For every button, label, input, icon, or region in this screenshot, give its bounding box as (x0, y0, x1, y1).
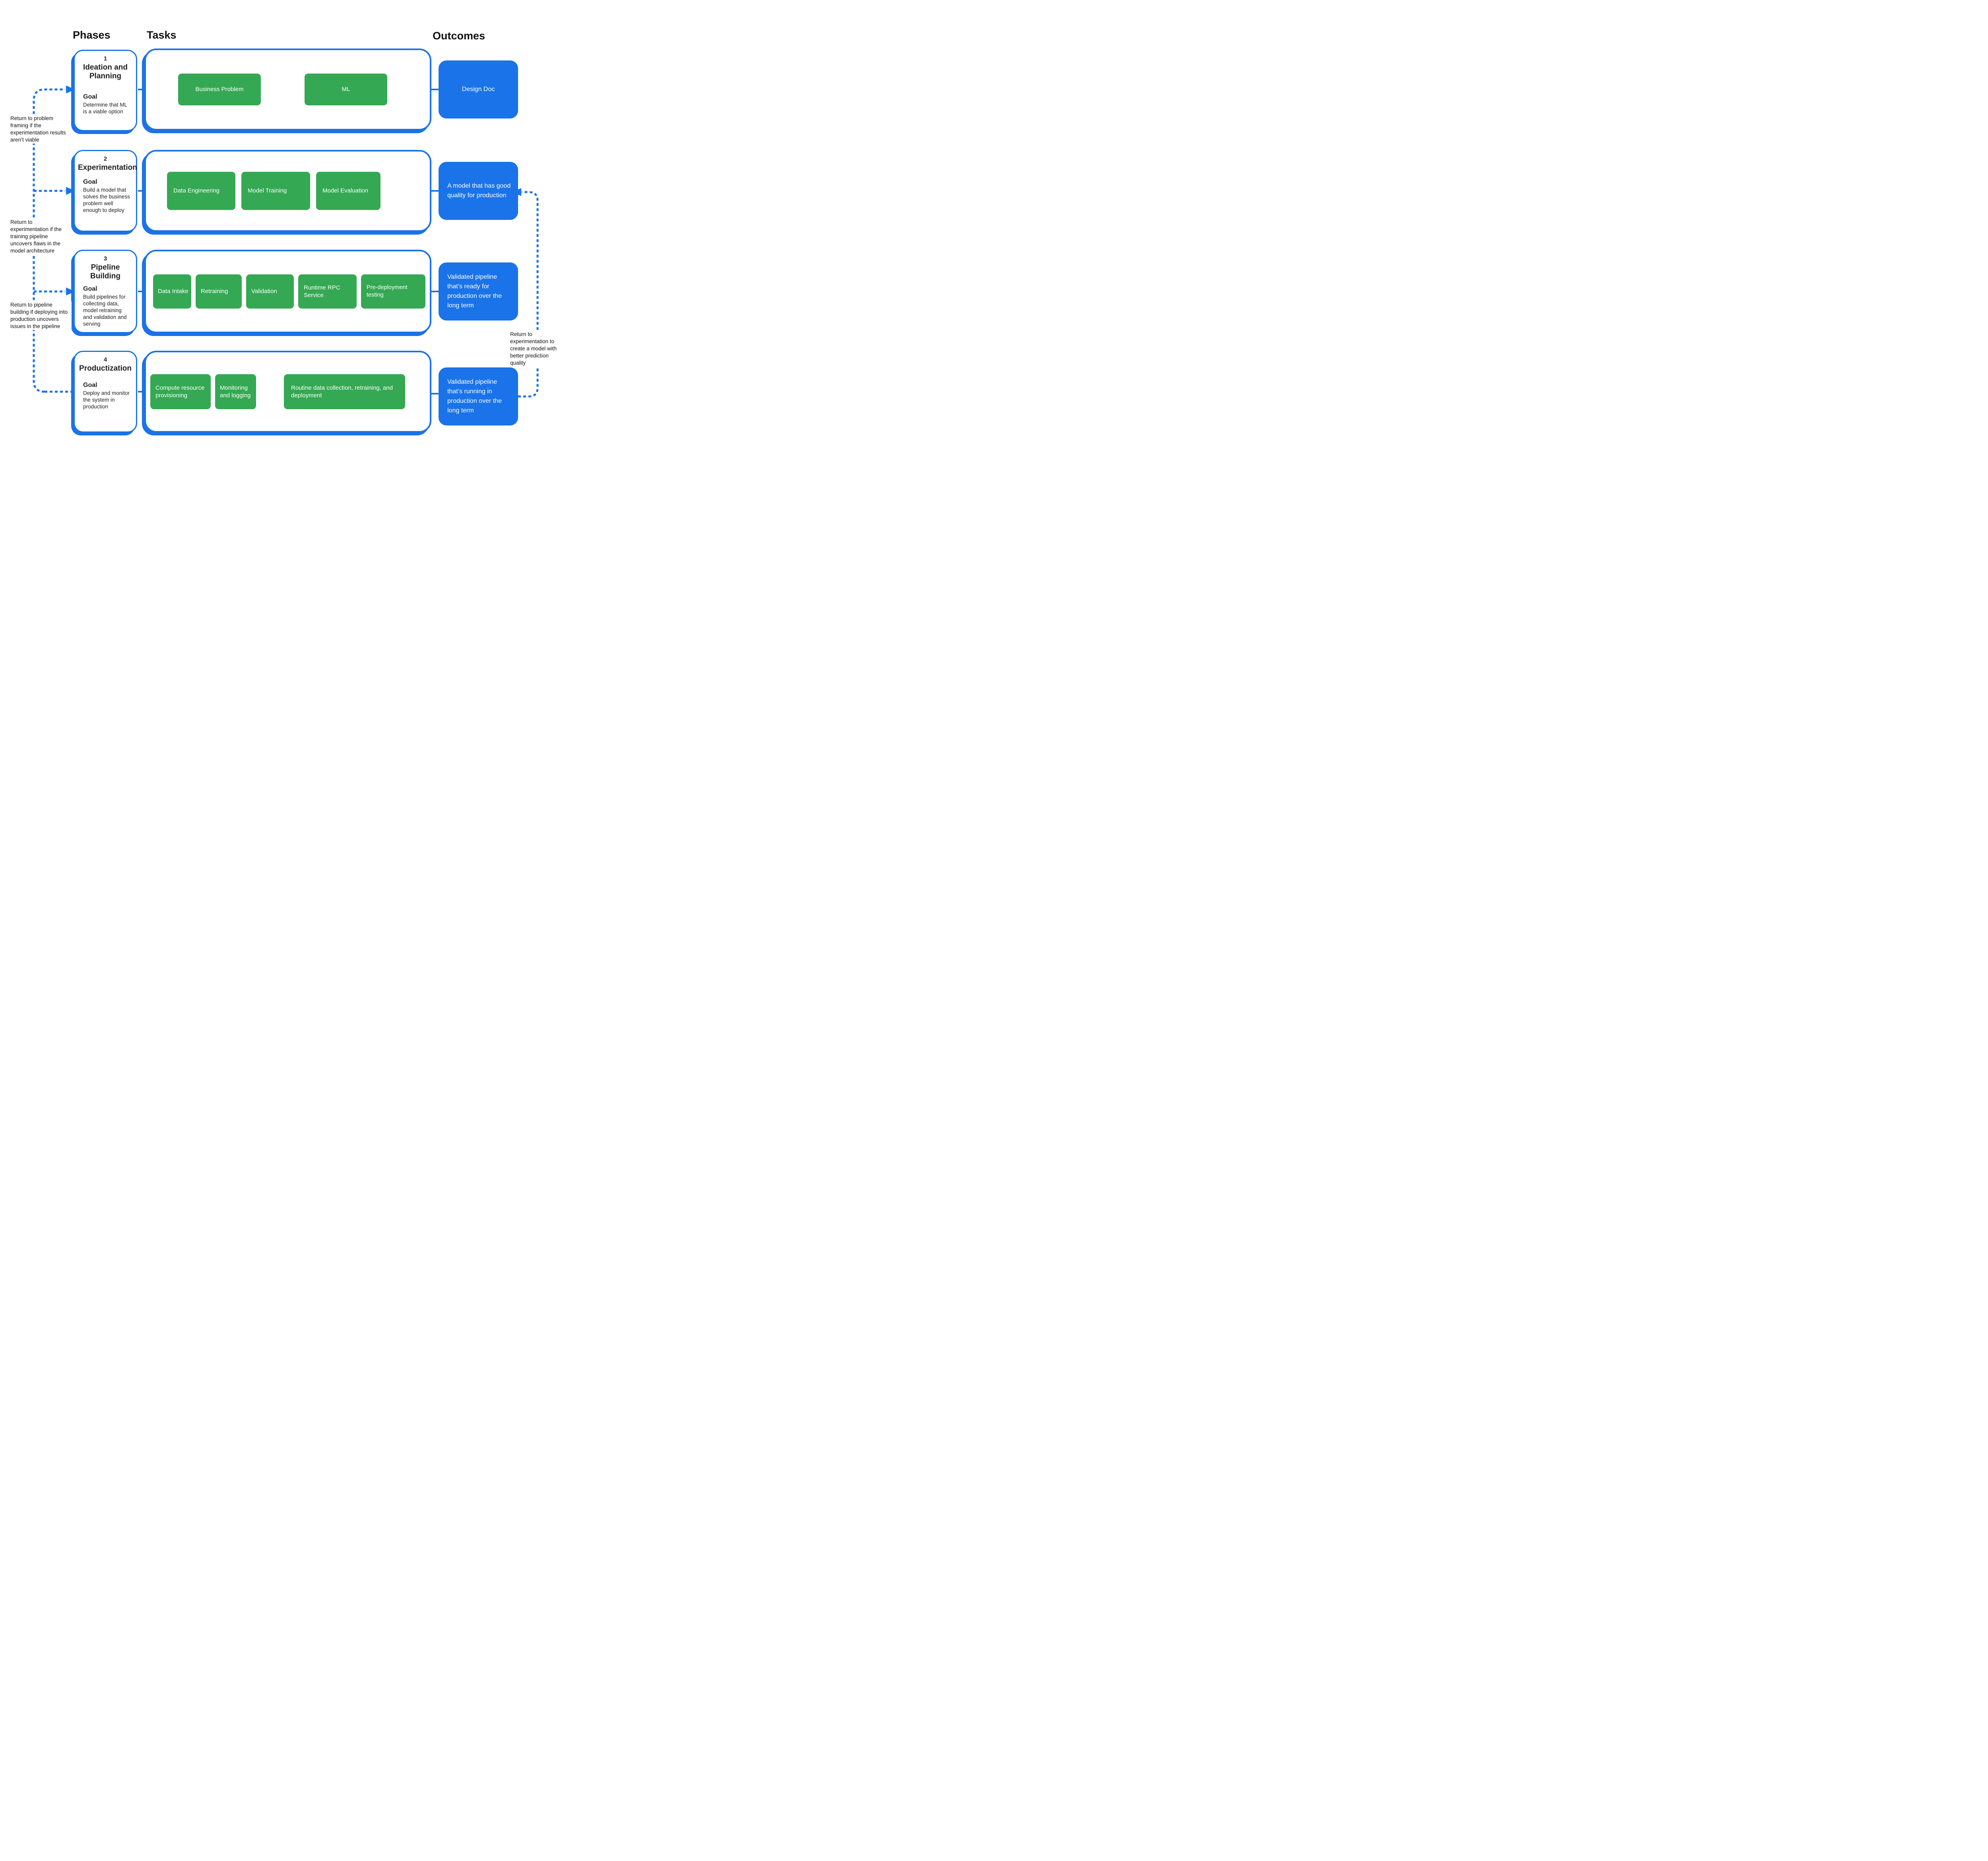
goal-label: Goal (83, 93, 97, 101)
outcomes-column-header: Outcomes (433, 30, 485, 42)
task-runtime-rpc-service: Runtime RPC Service (298, 274, 357, 309)
green-connector-lines (191, 89, 361, 392)
task-model-evaluation: Model Evaluation (316, 172, 381, 210)
outcome-validated-pipeline-running: Validated pipeline that’s running in pro… (439, 367, 518, 425)
phases-column-header: Phases (73, 29, 111, 41)
goal-label: Goal (83, 382, 97, 389)
note-return-to-pipeline-building: Return to pipeline building if deploying… (10, 301, 72, 330)
goal-text: Build pipelines for collecting data, mod… (83, 294, 127, 327)
left-feedback-arrowheads (66, 85, 75, 295)
phase-card-experimentation: 2 Experimentation Goal Build a model tha… (74, 150, 137, 232)
goal-text: Deploy and monitor the system in product… (83, 390, 130, 410)
phase-title: Experimentation (78, 163, 137, 172)
goal-label: Goal (83, 179, 97, 186)
task-compute-resource-provisioning: Compute resource provisioning (150, 374, 211, 409)
phase-number: 4 (103, 356, 107, 363)
phase-title: Ideation and Planning (83, 63, 128, 81)
goal-text: Build a model that solves the business p… (83, 187, 130, 214)
task-routine-data-collection: Routine data collection, retraining, and… (284, 374, 405, 409)
task-pre-deployment-testing: Pre-deployment testing (361, 274, 425, 309)
task-validation: Validation (246, 274, 294, 309)
task-monitoring-and-logging: Monitoring and logging (215, 374, 256, 409)
phase-number: 3 (103, 255, 107, 262)
goal-text: Determine that ML is a viable option (83, 102, 127, 115)
phase-card-ideation-planning: 1 Ideation and Planning Goal Determine t… (74, 50, 137, 131)
mlops-phases-diagram: Phases Tasks Outcomes 1 Ideation and Pla… (0, 0, 565, 466)
phase-title: Pipeline Building (90, 263, 120, 281)
task-business-problem: Business Problem (178, 74, 261, 105)
blue-connector-lines (138, 89, 439, 394)
note-return-to-problem-framing: Return to problem framing if the experim… (10, 115, 69, 144)
task-retraining: Retraining (196, 274, 242, 309)
outcome-validated-pipeline-ready: Validated pipeline that’s ready for prod… (439, 262, 518, 321)
left-feedback-dotted-path (33, 88, 74, 393)
phase-card-pipeline-building: 3 Pipeline Building Goal Build pipelines… (74, 250, 137, 333)
tasks-column-header: Tasks (147, 29, 177, 41)
phase-title: Productization (79, 364, 132, 373)
note-return-to-experimentation: Return to experimentation if the trainin… (10, 219, 71, 254)
outcome-design-doc: Design Doc (439, 60, 518, 118)
note-return-to-experimentation-quality: Return to experimentation to create a mo… (510, 331, 563, 367)
task-data-intake: Data Intake (153, 274, 191, 309)
task-ml: ML (305, 74, 387, 105)
phase-number: 2 (103, 155, 107, 162)
task-data-engineering: Data Engineering (167, 172, 235, 210)
task-model-training: Model Training (241, 172, 310, 210)
phase-number: 1 (103, 55, 107, 62)
goal-label: Goal (83, 286, 97, 293)
outcome-quality-model: A model that has good quality for produc… (439, 162, 518, 220)
phase-card-productization: 4 Productization Goal Deploy and monitor… (74, 351, 137, 433)
